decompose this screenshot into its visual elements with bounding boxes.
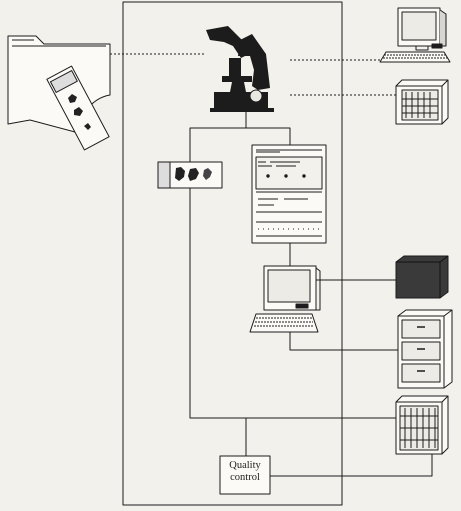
connector (290, 332, 398, 350)
computer-terminal-icon (380, 8, 450, 62)
microscope-icon (206, 26, 274, 112)
slide-storage-cabinet-icon (396, 396, 448, 454)
keyboard-icon (250, 314, 318, 332)
cell-image-strip-icon (158, 162, 222, 188)
quality-control-line1: Quality (222, 460, 268, 472)
quality-control-label: Quality control (222, 460, 268, 484)
report-printout-icon (252, 145, 326, 243)
filing-cabinet-icon (398, 310, 452, 388)
dark-storage-box-icon (396, 256, 448, 298)
quality-control-line2: control (222, 472, 268, 484)
focus-knob-icon (250, 90, 262, 102)
workstation-computer-icon (264, 266, 320, 310)
connector (270, 454, 432, 476)
storage-cabinet-icon (396, 80, 448, 124)
